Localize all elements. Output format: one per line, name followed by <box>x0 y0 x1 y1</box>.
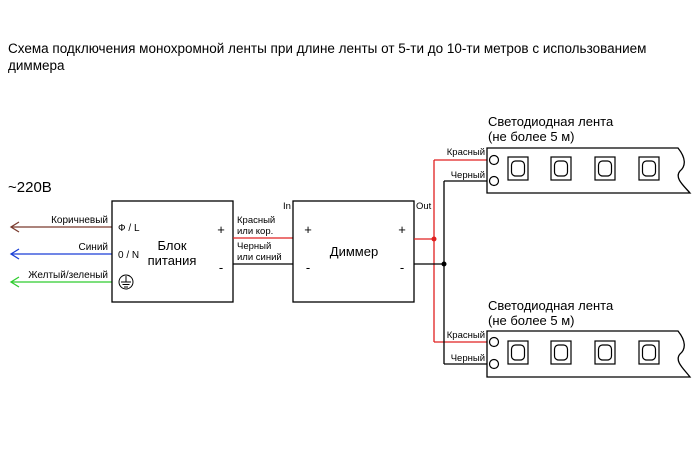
strip1-led-icon <box>550 156 572 181</box>
diagram-title: Схема подключения монохромной ленты при … <box>8 41 647 73</box>
psu-plus-label: + <box>217 222 225 237</box>
strip1-black-label: Черный <box>451 170 485 181</box>
dimmer-label: Диммер <box>330 244 378 259</box>
strip2-black-label: Черный <box>451 353 485 364</box>
mains-voltage-label: ~220В <box>8 179 52 196</box>
dimmer-in-plus-label: + <box>304 222 312 237</box>
strip2-led-icon <box>594 340 616 365</box>
strip2-title-line2: (не более 5 м) <box>488 313 575 328</box>
mains-ground-arrow-icon <box>9 276 20 288</box>
strip1-title-line1: Светодиодная лента <box>488 114 614 129</box>
dimmer-out-plus-label: + <box>398 222 406 237</box>
strip1-minus-pad-icon <box>488 175 500 187</box>
psu-label-line1: Блок <box>157 238 186 253</box>
strip1-red-label: Красный <box>447 147 485 158</box>
strip1-led-icon <box>594 156 616 181</box>
mains-brown-arrow-icon <box>9 221 20 233</box>
psu-minus-label: - <box>219 260 223 275</box>
black-output-bus <box>414 180 491 365</box>
strip2-red-label: Красный <box>447 330 485 341</box>
psu-terminal-n-label: 0 / N <box>118 250 139 261</box>
psu-terminal-l-label: Ф / L <box>118 223 140 234</box>
dimmer-block <box>292 200 415 303</box>
strip2-led-icon <box>638 340 660 365</box>
mains-blue-arrow-icon <box>9 248 20 260</box>
mains-ground-label: Желтый/зеленый <box>28 270 108 281</box>
dimmer-out-minus-label: - <box>400 260 404 275</box>
ground-icon <box>118 274 134 290</box>
psu-out-plus-line2: или кор. <box>237 226 273 237</box>
strip1-led-icon <box>507 156 529 181</box>
strip1-plus-pad-icon <box>488 154 500 166</box>
strip2-minus-pad-icon <box>488 358 500 370</box>
dimmer-in-minus-label: - <box>306 260 310 275</box>
mains-blue-label: Синий <box>78 242 108 253</box>
psu-out-plus-line1: Красный <box>237 215 275 226</box>
strip2-plus-pad-icon <box>488 336 500 348</box>
psu-out-minus-line2: или синий <box>237 252 282 263</box>
strip2-led-icon <box>507 340 529 365</box>
mains-brown-label: Коричневый <box>51 215 108 226</box>
psu-label-line2: питания <box>148 253 197 268</box>
psu-out-minus-line1: Черный <box>237 241 271 252</box>
strip2-title-line1: Светодиодная лента <box>488 298 614 313</box>
red-output-bus <box>414 159 491 343</box>
strip1-led-icon <box>638 156 660 181</box>
dimmer-in-label: In <box>283 201 291 212</box>
dimmer-out-label: Out <box>416 201 432 212</box>
strip2-led-icon <box>550 340 572 365</box>
strip1-title-line2: (не более 5 м) <box>488 129 575 144</box>
